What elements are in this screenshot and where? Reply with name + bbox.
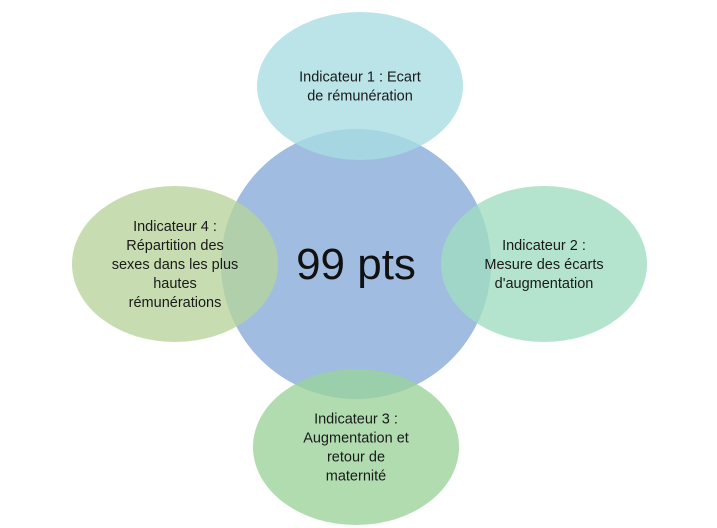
indicateur-4-node: Indicateur 4 : Répartition des sexes dans … bbox=[72, 186, 278, 342]
indicateur-4-label-line: Indicateur 4 : bbox=[133, 219, 217, 235]
indicateur-3-label-line: Indicateur 3 : bbox=[314, 412, 398, 428]
indicateur-1-node: Indicateur 1 : Ecart de rémunération bbox=[257, 12, 463, 160]
indicateur-2-label-line: Mesure des écarts bbox=[484, 257, 603, 273]
indicateur-4-ellipse bbox=[72, 186, 278, 342]
indicateur-2-ellipse bbox=[441, 186, 647, 342]
indicateur-1-label-line: Indicateur 1 : Ecart bbox=[299, 70, 421, 86]
indicateur-1-label-line: de rémunération bbox=[307, 89, 413, 105]
indicateur-3-label-line: Augmentation et bbox=[303, 431, 409, 447]
center-circle bbox=[221, 129, 491, 399]
indicateur-4-label-line: rémunérations bbox=[129, 295, 222, 311]
indicateur-4-label-line: Répartition des bbox=[126, 238, 224, 254]
indicateur-4-label-line: sexes dans les plus bbox=[112, 257, 239, 273]
indicateur-3-label-line: maternité bbox=[326, 469, 386, 485]
indicateur-3-ellipse bbox=[253, 369, 459, 525]
indicateur-3-label-line: retour de bbox=[327, 450, 385, 466]
indicateur-2-node: Indicateur 2 : Mesure des écarts d'augment… bbox=[441, 186, 647, 342]
center-score-label: 99 pts bbox=[296, 240, 416, 289]
center-circle-group: 99 pts bbox=[221, 129, 491, 399]
indicateur-1-ellipse bbox=[257, 12, 463, 160]
indicateur-3-node: Indicateur 3 : Augmentation et retour de ma… bbox=[253, 369, 459, 525]
indicateur-4-label-line: hautes bbox=[153, 276, 197, 292]
indicateur-2-label-line: Indicateur 2 : bbox=[502, 238, 586, 254]
indicateur-2-label-line: d'augmentation bbox=[495, 276, 594, 292]
